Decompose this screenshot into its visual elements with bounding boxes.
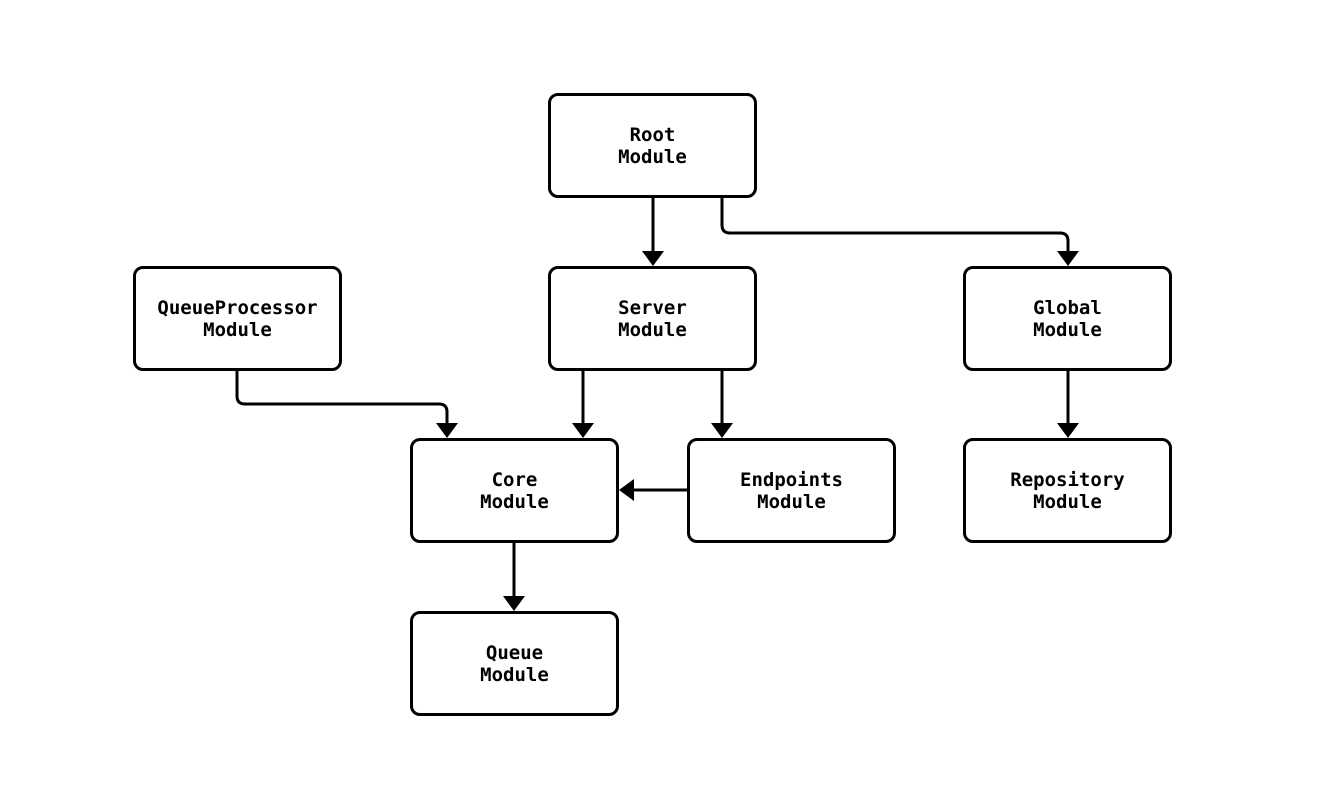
node-queue-module: Queue Module [410, 611, 619, 716]
node-label: Core Module [480, 468, 549, 513]
node-label: QueueProcessor Module [157, 296, 318, 341]
node-label: Endpoints Module [740, 468, 843, 513]
arrowhead-endpoints-to-core [619, 479, 634, 501]
node-repository-module: Repository Module [963, 438, 1172, 543]
node-label: Queue Module [480, 641, 549, 686]
node-label: Repository Module [1010, 468, 1125, 513]
edge-root-to-global [720, 198, 1070, 251]
arrowhead-server-to-endpoints [711, 423, 733, 438]
arrowhead-root-to-global [1057, 251, 1079, 266]
node-root-module: Root Module [548, 93, 757, 198]
arrowhead-global-to-repository [1057, 423, 1079, 438]
node-label: Global Module [1033, 296, 1102, 341]
node-label: Server Module [618, 296, 687, 341]
arrowhead-server-to-core [572, 423, 594, 438]
arrowhead-core-to-queue [503, 596, 525, 611]
node-label: Root Module [618, 123, 687, 168]
arrowhead-root-to-server [642, 251, 664, 266]
arrowhead-queueprocessor-to-core [436, 423, 458, 438]
edge-queueprocessor-to-core [235, 371, 449, 423]
node-core-module: Core Module [410, 438, 619, 543]
node-queueprocessor-module: QueueProcessor Module [133, 266, 342, 371]
node-server-module: Server Module [548, 266, 757, 371]
node-endpoints-module: Endpoints Module [687, 438, 896, 543]
node-global-module: Global Module [963, 266, 1172, 371]
